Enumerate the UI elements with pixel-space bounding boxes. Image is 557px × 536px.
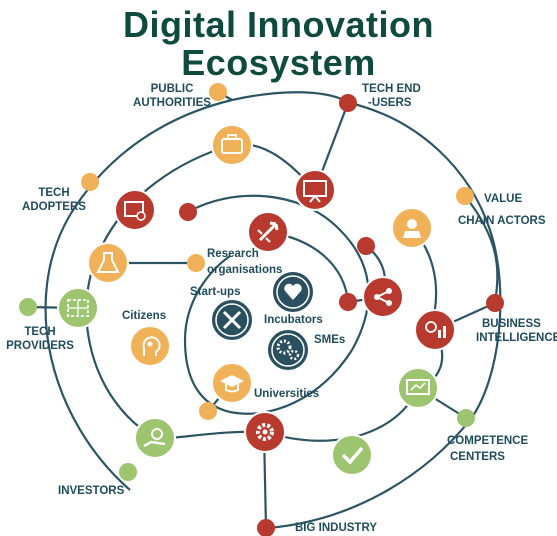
label-competence-1: COMPETENCE: [447, 435, 528, 447]
blueprint-icon: [57, 287, 99, 329]
worker-icon: [391, 207, 433, 249]
diagram-title-line2: Ecosystem: [181, 42, 376, 83]
label-competence-2: CENTERS: [450, 451, 505, 463]
label-business-intel-1: BUSINESS: [482, 318, 541, 330]
label-smes: SMEs: [314, 334, 345, 346]
label-incubators: Incubators: [264, 314, 323, 326]
label-research-1: Research: [207, 248, 259, 260]
money-hand-icon: [134, 417, 176, 459]
label-tech-adopters-2: ADOPTERS: [22, 201, 86, 213]
dot-public-authorities: [209, 83, 227, 101]
dot-share-top: [357, 237, 375, 255]
diagram-labels: PUBLIC AUTHORITIES TECH END -USERS TECH …: [6, 83, 557, 534]
label-tech-providers-1: TECH: [24, 326, 55, 338]
dot-big-industry: [257, 519, 275, 536]
dot-share-left: [339, 293, 357, 311]
label-business-intel-2: INTELLIGENCE: [476, 332, 557, 344]
value-chain-connector: [464, 195, 499, 304]
dot-tech-adopters: [81, 173, 99, 191]
head-idea-icon: [129, 325, 171, 367]
graduation-cap-icon: [211, 362, 253, 404]
outer-arc-bottom: [267, 419, 471, 530]
monitor-chart-icon: [397, 367, 439, 409]
dot-tech-end-users: [339, 94, 357, 112]
gear-icon: [244, 411, 286, 453]
label-research-2: organisations: [207, 264, 282, 276]
outer-arc-left: [44, 98, 233, 491]
dot-value-chain: [456, 187, 474, 205]
label-tech-end-users-2: -USERS: [368, 97, 412, 109]
dot-tech-providers: [19, 298, 37, 316]
heart-hand-icon: [271, 270, 315, 314]
lightbulb-chart-icon: [414, 309, 456, 351]
label-value-chain-1: VALUE: [484, 193, 522, 205]
label-universities: Universities: [254, 388, 319, 400]
label-citizens: Citizens: [122, 310, 166, 322]
dot-inner-left: [179, 203, 197, 221]
rocket-icon: [247, 211, 289, 253]
label-tech-end-users-1: TECH END: [362, 83, 421, 95]
share-icon: [362, 276, 404, 318]
third-arc-inner: [183, 255, 353, 415]
presentation-icon: [294, 169, 336, 211]
outer-arc-right: [349, 101, 502, 421]
dot-research: [187, 254, 205, 272]
label-tech-adopters-1: TECH: [38, 187, 69, 199]
label-public-authorities-1: PUBLIC: [151, 83, 194, 95]
dot-business-intelligence: [486, 294, 504, 312]
flask-icon: [87, 242, 129, 284]
dot-universities: [199, 402, 217, 420]
outer-arc-top: [231, 91, 349, 104]
connector-dots: [19, 83, 504, 536]
briefcase-icon: [211, 124, 253, 166]
dot-competence: [457, 409, 475, 427]
label-public-authorities-2: AUTHORITIES: [133, 97, 211, 109]
tools-icon: [210, 298, 254, 342]
label-big-industry: BIG INDUSTRY: [295, 522, 377, 534]
diagram-title-line1: Digital Innovation: [123, 4, 434, 45]
label-startups: Start-ups: [190, 286, 240, 298]
dot-investors: [119, 463, 137, 481]
label-tech-providers-2: PROVIDERS: [6, 340, 74, 352]
certificate-icon: [114, 189, 156, 231]
label-investors: INVESTORS: [58, 485, 125, 497]
label-value-chain-2: CHAIN ACTORS: [458, 215, 546, 227]
gears-icon: [266, 328, 310, 372]
checkmark-icon: [331, 434, 373, 476]
